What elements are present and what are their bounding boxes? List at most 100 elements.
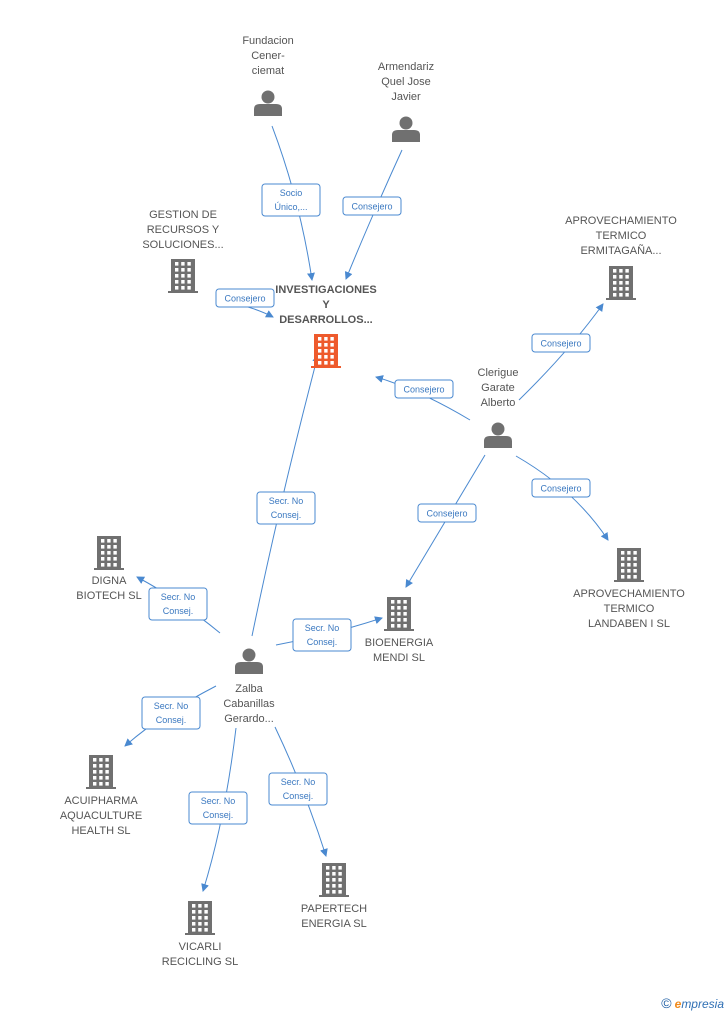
edge-label-text: Consej.: [307, 637, 338, 647]
node-label-line: SOLUCIONES...: [142, 239, 223, 251]
building-icon-window: [326, 872, 330, 876]
building-icon: [94, 536, 124, 570]
building-icon-window: [326, 884, 330, 888]
node-gestion[interactable]: GESTION DE RECURSOS Y SOLUCIONES...: [142, 209, 224, 293]
edge-label-box: [268, 772, 328, 806]
edge-label-text: Consej.: [156, 715, 187, 725]
building-icon-window: [627, 575, 631, 579]
building-icon-window: [198, 928, 202, 932]
building-icon-window: [621, 563, 625, 567]
person-icon-body: [392, 130, 420, 142]
building-icon-window: [397, 606, 401, 610]
building-icon-window: [397, 612, 401, 616]
building-icon-window: [619, 275, 623, 279]
person-icon-head: [491, 422, 505, 436]
edge-label-clerigue-to-landaben[interactable]: Consejero: [531, 478, 591, 498]
edge-label-fundacion-to-main[interactable]: SocioÚnico,...: [261, 183, 321, 217]
person-icon-body: [235, 662, 263, 674]
person-icon: [392, 116, 420, 142]
edge-label-armendariz-to-main[interactable]: Consejero: [342, 196, 402, 216]
building-icon-window: [324, 337, 328, 341]
building-icon-base: [86, 787, 116, 789]
building-icon-window: [192, 922, 196, 926]
node-label-line: LANDABEN I SL: [588, 618, 670, 630]
node-label-line: Javier: [391, 91, 421, 103]
edge-label-clerigue-to-ermitagana[interactable]: Consejero: [531, 333, 591, 353]
edge-label-box: [531, 478, 591, 498]
building-icon-window: [187, 274, 191, 278]
building-icon-window: [338, 878, 342, 882]
building-icon-window: [324, 349, 328, 353]
building-icon-window: [621, 557, 625, 561]
building-icon-window: [397, 600, 401, 604]
node-ermitagana[interactable]: APROVECHAMIENTOTERMICOERMITAGAÑA...: [565, 215, 677, 300]
building-icon-window: [613, 269, 617, 273]
building-icon-window: [318, 349, 322, 353]
building-icon-window: [391, 600, 395, 604]
edge-label-text: Consejero: [403, 385, 444, 395]
building-icon-window: [107, 551, 111, 555]
node-label-line: Clerigue: [478, 367, 519, 379]
edge-label-text: Consejero: [540, 484, 581, 494]
node-label-line: DIGNA: [92, 575, 128, 587]
empresia-logo[interactable]: ©empresia: [661, 995, 724, 1011]
building-icon-window: [93, 770, 97, 774]
building-icon-window: [93, 758, 97, 762]
building-icon: [384, 597, 414, 631]
edge-label-gestion-to-main[interactable]: Consejero: [215, 288, 275, 308]
edge-label-box: [261, 183, 321, 217]
edge-label-text: Consej.: [203, 810, 234, 820]
node-label-line: GESTION DE: [149, 209, 217, 221]
building-icon-window: [107, 563, 111, 567]
building-icon-window: [101, 545, 105, 549]
building-icon-window: [187, 262, 191, 266]
node-main[interactable]: INVESTIGACIONESYDESARROLLOS...: [275, 284, 377, 368]
node-label-line: RECURSOS Y: [147, 224, 220, 236]
node-zalba[interactable]: ZalbaCabanillasGerardo...: [223, 648, 275, 726]
edge-label-zalba-to-bioenergia[interactable]: Secr. No Consej.: [292, 618, 352, 652]
person-icon: [254, 90, 282, 116]
building-icon-window: [391, 618, 395, 622]
building-icon-window: [625, 293, 629, 297]
edge-label-clerigue-to-bioenergia[interactable]: Consejero: [417, 503, 477, 523]
edge-label-text: Secr. No: [281, 777, 316, 787]
node-label-line: APROVECHAMIENTO: [565, 215, 677, 227]
building-icon-window: [175, 274, 179, 278]
building-icon-window: [397, 618, 401, 622]
building-icon-window: [318, 361, 322, 365]
node-label-line: APROVECHAMIENTO: [573, 588, 685, 600]
node-label-line: Fundacion: [242, 35, 293, 47]
building-icon-window: [113, 563, 117, 567]
edge-label-text: Consej.: [163, 606, 194, 616]
building-icon-window: [175, 286, 179, 290]
node-label-line: Cabanillas: [223, 698, 275, 710]
building-icon-window: [391, 624, 395, 628]
edge-label-text: Secr. No: [305, 623, 340, 633]
building-icon-window: [198, 922, 202, 926]
building-icon-window: [181, 262, 185, 266]
edge-label-box: [417, 503, 477, 523]
building-icon: [606, 266, 636, 300]
building-icon-window: [99, 770, 103, 774]
edge-label-clerigue-to-main[interactable]: Consejero: [394, 379, 454, 399]
person-icon-body: [484, 436, 512, 448]
person-icon-body: [254, 104, 282, 116]
node-label-line: AQUACULTURE: [60, 810, 142, 822]
building-icon-window: [324, 343, 328, 347]
node-label-line: ERMITAGAÑA...: [580, 244, 661, 257]
